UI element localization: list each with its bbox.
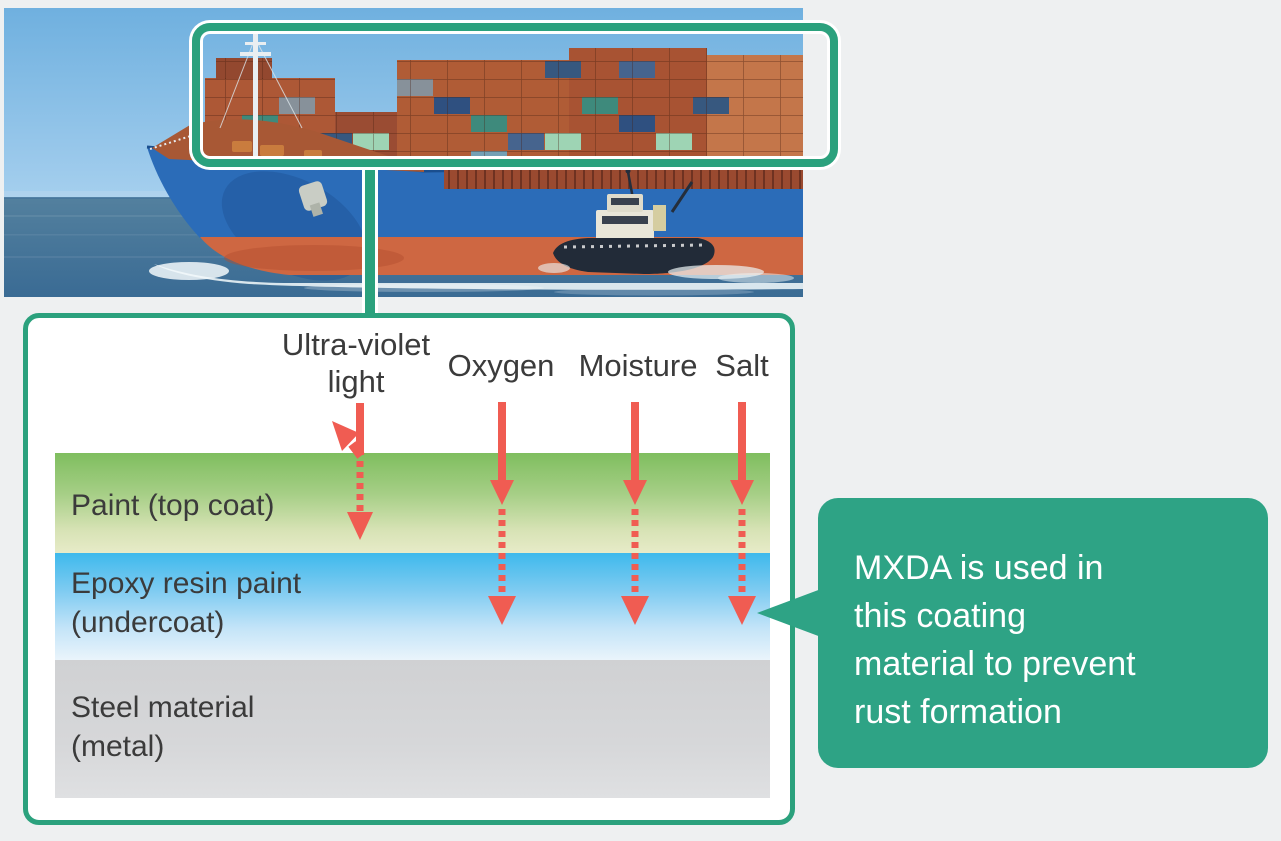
- callout-text-line4: rust formation: [854, 693, 1062, 731]
- tugboat: [538, 168, 794, 283]
- paint-layer-label-line1: Paint (top coat): [71, 489, 275, 522]
- layer-paint-topcoat: [55, 453, 770, 553]
- paint-layer-label: Paint (top coat): [71, 486, 274, 525]
- connector-line: [362, 164, 378, 316]
- uv-light-label-line1: Ultra-violet: [281, 327, 431, 362]
- lashing-bridges: [444, 169, 803, 189]
- ship-photo-illustration: [4, 8, 803, 297]
- salt-label: Salt: [715, 348, 769, 383]
- epoxy-layer-label: Epoxy resin paint (undercoat): [71, 564, 301, 642]
- callout-text-line3: material to prevent: [854, 645, 1136, 683]
- oxygen-label: Oxygen: [447, 348, 555, 383]
- mxda-callout: MXDA is used in this coating material to…: [818, 498, 1268, 768]
- uv-light-label: Ultra-violet light: [256, 326, 456, 400]
- layer-epoxy-undercoat: [55, 553, 770, 660]
- steel-layer-label-line1: Steel material: [71, 691, 255, 724]
- containers-highlight-frame: [192, 23, 838, 167]
- steel-layer-label: Steel material (metal): [71, 688, 254, 766]
- steel-layer-label-line2: (metal): [71, 730, 165, 763]
- epoxy-layer-label-line2: (undercoat): [71, 606, 225, 639]
- callout-text-line1: MXDA is used in: [854, 549, 1104, 587]
- callout-text-line2: this coating: [854, 597, 1026, 635]
- bow-anchor: [298, 181, 328, 217]
- layer-steel-metal: [55, 660, 770, 798]
- ship-photo: [4, 8, 803, 297]
- epoxy-layer-label-line1: Epoxy resin paint: [71, 567, 302, 600]
- uv-light-label-line2: light: [327, 364, 385, 399]
- moisture-label: Moisture: [578, 348, 698, 383]
